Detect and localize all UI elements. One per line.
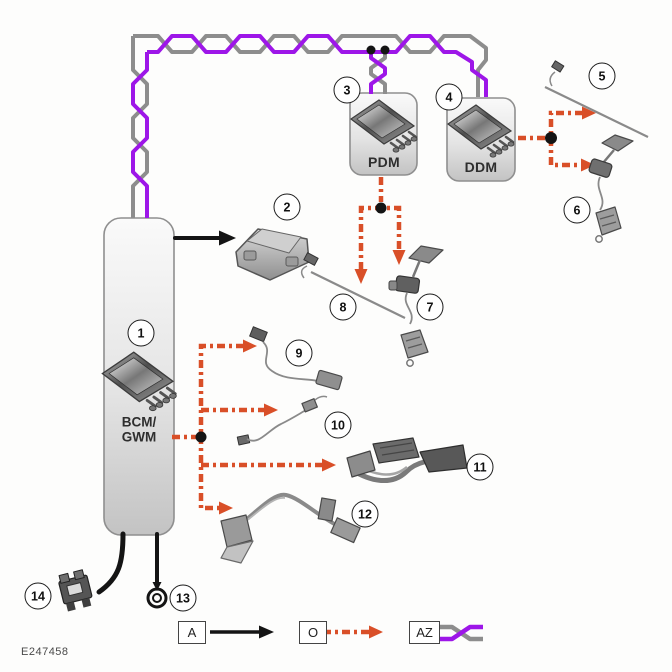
orange-arrowheads: [219, 106, 596, 515]
legend-key-twisted: AZ: [409, 621, 440, 644]
component-11-harness: [346, 437, 468, 483]
arrowhead-to-item8: [354, 269, 368, 284]
callout-11-number: 11: [473, 460, 487, 474]
callout-13-number: 13: [176, 591, 190, 605]
black-links: [96, 230, 236, 595]
callout-1: 1: [127, 319, 155, 347]
legend-solid-arrowhead: [259, 625, 274, 639]
callout-2: 2: [273, 193, 301, 221]
twisted-pair-gray-strands: [131, 34, 488, 218]
arrowhead-to-item9: [243, 339, 257, 353]
junction-dot: [380, 45, 390, 55]
callout-9: 9: [285, 339, 313, 367]
twisted-pair-left-drop: [131, 36, 149, 218]
twisted-pair-top-run: [133, 34, 488, 97]
twisted-pair-top-run: [147, 34, 488, 97]
bcm-bottom-cable-left: [96, 531, 126, 595]
callout-7-number: 7: [426, 300, 434, 314]
callout-3: 3: [333, 76, 361, 104]
callout-8: 8: [329, 293, 357, 321]
junction-dot: [195, 431, 207, 443]
bcm-to-item2-arrowhead: [219, 230, 236, 246]
arrowhead-to-item5: [582, 106, 596, 120]
callout-9-number: 9: [295, 346, 303, 360]
callout-6: 6: [563, 196, 591, 224]
bcm-route-trunk: [198, 343, 244, 511]
junction-dot: [375, 202, 387, 214]
callout-3-number: 3: [343, 83, 351, 97]
legend-key-twisted-label: AZ: [416, 625, 433, 640]
callout-5: 5: [588, 62, 616, 90]
component-2-console-module: [235, 228, 310, 281]
component-12-harness: [220, 492, 361, 564]
figure-id: E247458: [21, 646, 69, 658]
legend-dashed-arrowhead: [369, 625, 383, 639]
callout-14: 14: [24, 582, 52, 610]
callout-11: 11: [466, 453, 494, 481]
component-14-fuse: [58, 569, 93, 612]
twisted-pair-purple-strands: [131, 34, 488, 218]
legend-key-solid-label: A: [187, 625, 197, 640]
ddm-label: DDM: [464, 159, 498, 175]
arrowhead-to-item12: [219, 501, 233, 515]
callout-2-number: 2: [283, 200, 291, 214]
legend-key-solid: A: [178, 621, 206, 644]
callout-10: 10: [324, 411, 352, 439]
legend-key-dashed: O: [299, 621, 327, 644]
arrowhead-to-item6: [581, 158, 595, 172]
callout-1-number: 1: [137, 326, 145, 340]
orange-route-junction-dots: [195, 132, 557, 443]
component-10-pigtail: [236, 395, 328, 446]
callout-10-number: 10: [331, 418, 345, 432]
component-5-antenna: [544, 60, 649, 138]
cable-arrowhead-down: [152, 582, 162, 591]
callout-7: 7: [416, 293, 444, 321]
component-6-sensor: [588, 134, 634, 243]
twisted-pair-pdm-drop: [369, 52, 387, 94]
callout-5-number: 5: [598, 69, 606, 83]
callout-13: 13: [169, 584, 197, 612]
component-7-sensor: [388, 245, 444, 367]
bus-junction-dots: [366, 45, 390, 55]
junction-dot: [366, 45, 376, 55]
bcm-label-line2: GWM: [121, 429, 157, 445]
junction-dot: [545, 132, 557, 144]
arrowhead-to-item10: [264, 403, 278, 417]
legend-twisted-pair-symbol: [439, 624, 483, 642]
callout-6-number: 6: [573, 203, 581, 217]
pdm-route-split: [358, 205, 402, 270]
component-8-antenna: [300, 252, 406, 319]
callout-4-number: 4: [445, 90, 453, 104]
callout-8-number: 8: [339, 300, 347, 314]
callout-12: 12: [351, 500, 379, 528]
twisted-pair-left-drop: [131, 52, 149, 218]
legend-key-dashed-label: O: [307, 625, 319, 640]
callout-4: 4: [435, 83, 463, 111]
component-13-ring-terminal: [146, 587, 168, 609]
callout-14-number: 14: [31, 589, 45, 603]
arrowhead-to-item11: [322, 458, 336, 472]
legend-graphics: [210, 624, 483, 642]
bcm-label-line1: BCM/: [121, 414, 157, 430]
twisted-pair-pdm-drop: [369, 52, 387, 94]
pdm-label: PDM: [367, 154, 401, 170]
callout-12-number: 12: [358, 507, 372, 521]
components: [58, 60, 649, 612]
component-9-pigtail: [249, 326, 343, 391]
arrowhead-to-item7: [392, 250, 406, 265]
